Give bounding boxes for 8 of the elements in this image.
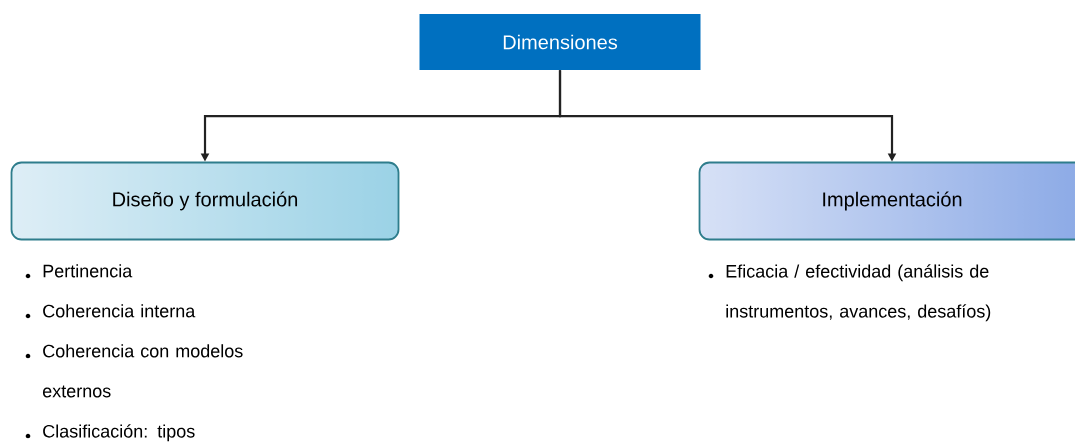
bullet-item: Pertinencia [43, 264, 133, 278]
bullet-item: Clasificación: tipos [43, 424, 195, 442]
bullet-item: Eficacia / efectividad (análisis de instrumentos, avances, desafíos) [726, 264, 991, 322]
process-box: Dimensiones [419, 14, 701, 70]
bullet-item: Coherencia con modelos externos [42, 344, 243, 398]
bullet-item: Coherencia interna [43, 304, 196, 318]
process-box: Implementación [698, 161, 1075, 241]
process-box: Diseño y formulación [10, 161, 400, 241]
